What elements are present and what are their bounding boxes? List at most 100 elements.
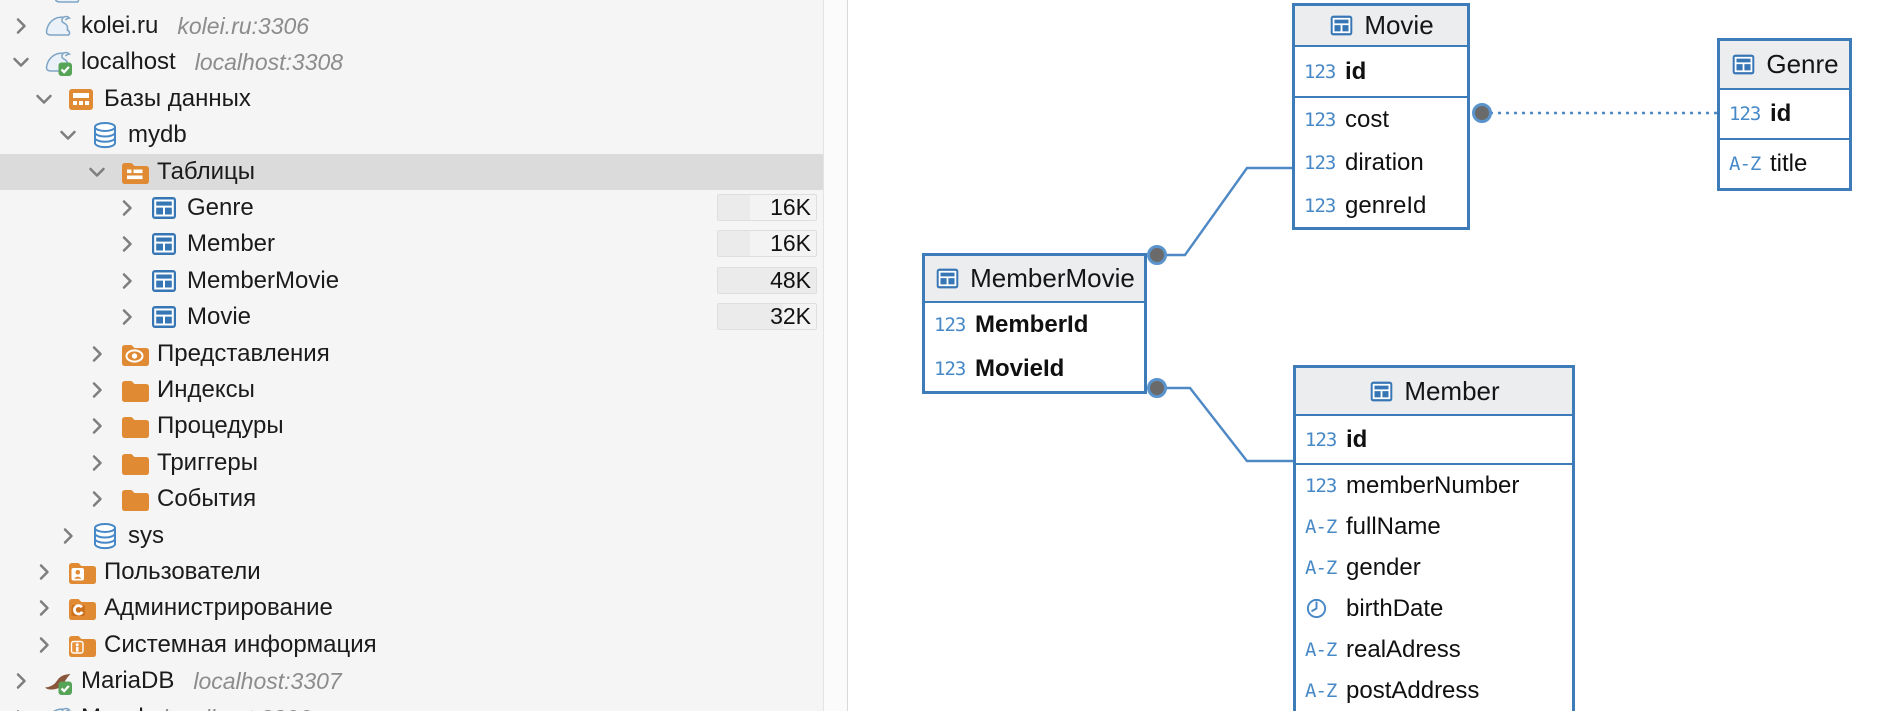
relation-line-membermovie-member <box>1157 386 1293 463</box>
table-size-bar <box>718 304 783 329</box>
chevron-down-icon[interactable] <box>33 88 55 110</box>
table-size-value: 16K <box>770 194 811 220</box>
tree-row-mydb[interactable]: mydb <box>0 117 823 153</box>
table-icon <box>1328 12 1355 39</box>
chevron-right-icon[interactable] <box>33 634 55 656</box>
int-type-icon: 123 <box>1305 474 1337 497</box>
chevron-down-icon[interactable] <box>57 124 79 146</box>
table-field-row[interactable]: birthDate <box>1296 588 1572 629</box>
connection-anchor-dot[interactable] <box>1472 103 1492 123</box>
tree-item-label: kolei.ru <box>81 12 159 39</box>
tree-item-label: Индексы <box>157 376 255 403</box>
table-header[interactable]: MemberMovie <box>925 256 1144 303</box>
tree-row-процедуры[interactable]: Процедуры <box>0 408 823 444</box>
table-size-badge: 16K <box>717 194 817 221</box>
chevron-down-icon[interactable] <box>86 161 108 183</box>
folder-icon <box>119 448 149 478</box>
chevron-right-icon[interactable] <box>116 306 138 328</box>
chevron-right-icon[interactable] <box>86 488 108 510</box>
table-header[interactable]: Member <box>1296 368 1572 416</box>
table-size-bar <box>718 231 751 256</box>
tree-row-пользователи[interactable]: Пользователи <box>0 554 823 590</box>
tree-row-индексы[interactable]: Индексы <box>0 372 823 408</box>
table-icon <box>149 229 179 259</box>
chevron-right-icon[interactable] <box>10 707 32 711</box>
table-name: Genre <box>1766 49 1839 79</box>
mysql-dolphin-icon <box>43 703 73 711</box>
tree-item-label: mydb <box>128 121 187 148</box>
chevron-right-icon[interactable] <box>86 415 108 437</box>
chevron-right-icon[interactable] <box>33 597 55 619</box>
field-name: gender <box>1346 553 1421 581</box>
field-name: title <box>1770 150 1808 177</box>
tree-item-label: Базы данных <box>104 85 251 112</box>
chevron-right-icon[interactable] <box>116 233 138 255</box>
tree-row-администрирование[interactable]: Администрирование <box>0 590 823 626</box>
tree-row-mysql[interactable]: Mysqllocalhost:3306 <box>0 700 823 711</box>
int-type-icon: 123 <box>1305 428 1337 451</box>
tree-row-события[interactable]: События <box>0 481 823 517</box>
chevron-right-icon[interactable] <box>116 270 138 292</box>
tree-item-label: Процедуры <box>157 412 284 439</box>
tree-item-label: MariaDB <box>81 667 175 694</box>
chevron-right-icon[interactable] <box>86 379 108 401</box>
tree-item-label: Mysql <box>81 700 144 711</box>
table-size-value: 32K <box>770 303 811 329</box>
tree-row-базы-данных[interactable]: Базы данных <box>0 81 823 117</box>
chevron-right-icon[interactable] <box>116 197 138 219</box>
table-icon <box>1730 51 1757 78</box>
sidebar-scrollbar-track[interactable] <box>823 0 848 711</box>
connection-anchor-dot[interactable] <box>1147 245 1167 265</box>
tree-row-системная-информация[interactable]: Системная информация <box>0 627 823 663</box>
table-header[interactable]: Genre <box>1720 41 1849 90</box>
tree-item-label: События <box>157 485 257 512</box>
table-name: MemberMovie <box>970 263 1135 293</box>
table-icon <box>1368 378 1395 405</box>
chevron-right-icon[interactable] <box>86 343 108 365</box>
field-name: genreId <box>1345 191 1427 219</box>
connection-anchor-dot[interactable] <box>1147 378 1167 398</box>
chevron-right-icon[interactable] <box>57 525 79 547</box>
tree-row-триггеры[interactable]: Триггеры <box>0 445 823 481</box>
chevron-down-icon[interactable] <box>10 51 32 73</box>
tree-row-sys[interactable]: sys <box>0 518 823 554</box>
chevron-right-icon[interactable] <box>10 15 32 37</box>
tree-row-представления[interactable]: Представления <box>0 336 823 372</box>
chevron-right-icon[interactable] <box>86 452 108 474</box>
tree-row-таблицы[interactable]: Таблицы <box>0 154 823 190</box>
table-header[interactable]: Movie <box>1295 6 1467 47</box>
chevron-right-icon[interactable] <box>33 561 55 583</box>
table-size-bar <box>718 268 816 293</box>
table-name: Member <box>1404 375 1500 406</box>
chevron-right-icon[interactable] <box>10 670 32 692</box>
